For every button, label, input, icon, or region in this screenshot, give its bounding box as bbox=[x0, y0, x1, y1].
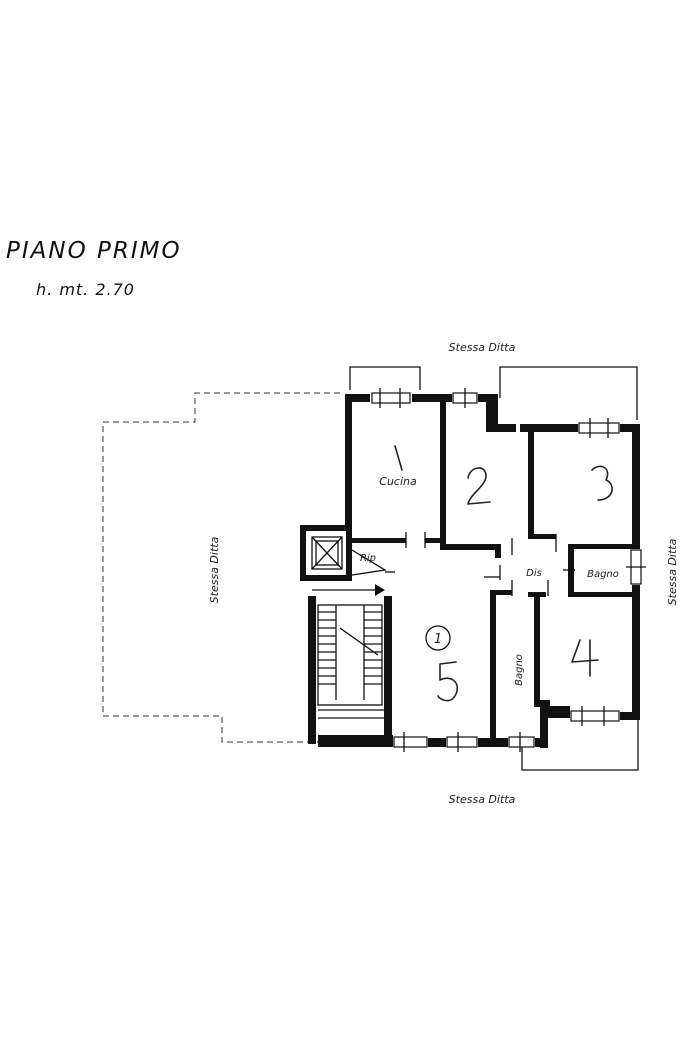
door-marks bbox=[385, 532, 575, 596]
elevator-shaft bbox=[311, 536, 343, 570]
label-stessa-ditta-bottom: Stessa Ditta bbox=[449, 793, 516, 806]
label-stessa-ditta-right: Stessa Ditta bbox=[666, 538, 679, 605]
label-stessa-ditta-top: Stessa Ditta bbox=[449, 341, 516, 354]
room-marker-number: 1 bbox=[434, 632, 442, 647]
label-cucina: Cucina bbox=[379, 475, 417, 488]
label-bagno-center: Bagno bbox=[514, 654, 525, 686]
stairs bbox=[317, 604, 384, 719]
balcony-outlines bbox=[349, 366, 639, 771]
terrace-outline bbox=[102, 392, 340, 743]
entry-arrow bbox=[312, 584, 385, 596]
room-marker-circle bbox=[425, 625, 451, 651]
plan-title: PIANO PRIMO bbox=[6, 238, 182, 264]
interior-walls bbox=[352, 398, 634, 745]
windows bbox=[371, 388, 646, 752]
handwritten-numbers bbox=[394, 445, 613, 702]
closet-rip bbox=[351, 549, 387, 576]
label-stessa-ditta-left: Stessa Ditta bbox=[208, 536, 221, 603]
ceiling-height: h. mt. 2.70 bbox=[36, 280, 135, 299]
label-bagno-right: Bagno bbox=[587, 569, 619, 580]
label-rip: Rip bbox=[360, 553, 376, 564]
label-dis: Dis bbox=[526, 568, 542, 579]
